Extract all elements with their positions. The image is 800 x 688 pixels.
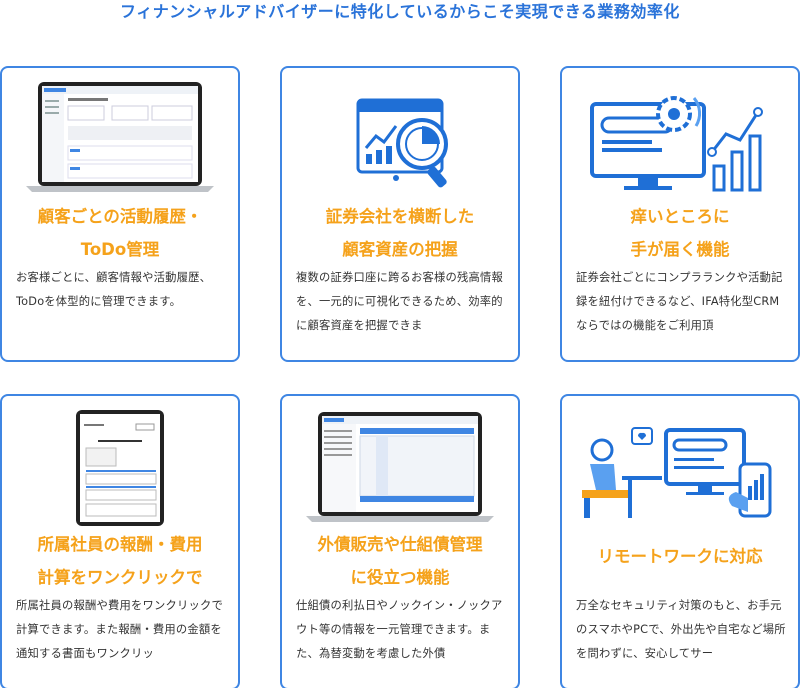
card-title: 外債販売や仕組債管理 に役立つ機能 — [317, 535, 483, 587]
feature-card-assets: 証券会社を横断した 顧客資産の把握 複数の証券口座に跨るお客様の残高情報を、一元… — [280, 66, 520, 362]
laptop-screenshot-icon — [26, 82, 214, 192]
card-description: お客様ごとに、顧客情報や活動履歴、ToDoを体型的に管理できます。 — [16, 271, 212, 308]
card-title: 証券会社を横断した 顧客資産の把握 — [325, 207, 475, 259]
tablet-document-icon — [76, 410, 164, 526]
monitor-gear-chart-icon — [590, 96, 763, 192]
card-description: 証券会社ごとにコンプラランクや活動記録を紐付けできるなど、IFA特化型CRMなら… — [576, 271, 783, 332]
laptop-table-icon — [306, 412, 494, 522]
page-heading: フィナンシャルアドバイザーに特化しているからこそ実現できる業務効率化 — [120, 2, 680, 21]
magnifier-chart-icon — [356, 98, 448, 188]
card-title: 痒いところに 手が届く機能 — [630, 207, 730, 259]
feature-card-functions: 痒いところに 手が届く機能 証券会社ごとにコンプラランクや活動記録を紐付けできる… — [560, 66, 800, 362]
card-description: 万全なセキュリティ対策のもと、お手元のスマホやPCで、外出先や自宅など場所を問わ… — [576, 599, 786, 660]
card-description: 所属社員の報酬や費用をワンクリックで計算できます。また報酬・費用の金額を通知する… — [16, 599, 223, 660]
card-description: 複数の証券口座に跨るお客様の残高情報を、一元的に可視化できるため、効率的に顧客資… — [296, 271, 503, 332]
feature-card-remote: リモートワークに対応 万全なセキュリティ対策のもと、お手元のスマホやPCで、外出… — [560, 394, 800, 688]
card-title: リモートワークに対応 — [597, 547, 763, 566]
card-description: 仕組債の利払日やノックイン・ノックアウト等の情報を一元管理できます。また、為替変… — [296, 599, 503, 660]
card-title: 顧客ごとの活動履歴・ ToDo管理 — [37, 207, 203, 259]
feature-card-compensation: 所属社員の報酬・費用 計算をワンクリックで 所属社員の報酬や費用をワンクリックで… — [0, 394, 240, 688]
feature-card-activity: 顧客ごとの活動履歴・ ToDo管理 お客様ごとに、顧客情報や活動履歴、ToDoを… — [0, 66, 240, 362]
feature-card-bonds: 外債販売や仕組債管理 に役立つ機能 仕組債の利払日やノックイン・ノックアウト等の… — [280, 394, 520, 688]
remote-work-icon — [582, 427, 772, 518]
card-title: 所属社員の報酬・費用 計算をワンクリックで — [37, 535, 203, 587]
